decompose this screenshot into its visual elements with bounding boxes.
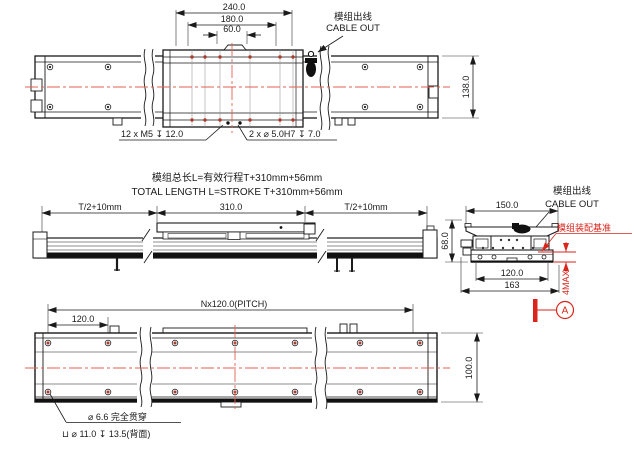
note-m5-tap: 12 x M5 ↧ 12.0 xyxy=(121,129,183,139)
dim-100-text: 100.0 xyxy=(464,357,474,380)
dim-310-text: 310.0 xyxy=(220,202,243,212)
top-view-break-left xyxy=(141,48,155,127)
assembly-datum-note: 模组装配基准 xyxy=(557,222,611,233)
dim-180: 180.0 xyxy=(187,14,277,46)
dim-stroke-chain: T/2+10mm 310.0 T/2+10mm xyxy=(41,202,428,233)
dim-60: 60.0 xyxy=(203,24,261,44)
top-view-break-right xyxy=(317,45,331,131)
top-view-rail-holes xyxy=(46,63,424,111)
dim-180-text: 180.0 xyxy=(221,14,244,24)
top-view-right-end-tabs xyxy=(334,85,439,126)
side-view-right-cap xyxy=(422,229,438,259)
dim-60-text: 60.0 xyxy=(223,24,241,34)
cable-out-label-cn: 模组出线 xyxy=(553,185,592,197)
dim-t2-left-text: T/2+10mm xyxy=(78,202,121,212)
dim-163-text: 163 xyxy=(504,280,519,290)
dim-138: 138.0 xyxy=(442,55,479,119)
bottom-hole-notes: ⌀ 6.6 完全贯穿 ⊔ ⌀ 11.0 ↧ 13.5(背面) xyxy=(49,393,181,439)
dim-4max-text: 4MAX xyxy=(561,270,571,295)
side-view: 模组总长L=有效行程T+310mm+56mm TOTAL LENGTH L=ST… xyxy=(32,171,438,272)
dim-240: 240.0 xyxy=(175,2,293,46)
datum-a-symbol xyxy=(555,300,575,320)
side-view-screws xyxy=(114,258,355,272)
end-view-body xyxy=(460,223,559,263)
total-length-title-cn: 模组总长L=有效行程T+310mm+56mm xyxy=(152,171,322,184)
end-view: 68.0 xyxy=(440,185,632,322)
datum-a-label: A xyxy=(562,306,569,317)
cable-out-label-en: CABLE OUT xyxy=(326,23,380,34)
note-through-hole: ⌀ 6.6 完全贯穿 xyxy=(88,411,147,422)
bottom-view: Nx120.0(PITCH) 120.0 xyxy=(34,299,483,439)
dim-pitch-text: Nx120.0(PITCH) xyxy=(201,299,268,309)
end-view-screw-dots xyxy=(481,238,535,250)
top-view-hole-notes: 12 x M5 ↧ 12.0 2 x ⌀ 5.0H7 ↧ 7.0 xyxy=(119,124,337,141)
dim-150: 150.0 xyxy=(465,200,559,224)
centerlines xyxy=(25,43,450,409)
top-view-left-end-tabs xyxy=(30,78,123,126)
dim-150-text: 150.0 xyxy=(496,200,519,210)
datum-target-bar xyxy=(533,299,538,322)
cable-connector-icon xyxy=(305,50,317,77)
dim-138-text: 138.0 xyxy=(461,76,471,99)
top-view-carriage xyxy=(162,44,304,128)
dim-163: 163 xyxy=(460,257,560,294)
carriage-m5-holes xyxy=(190,55,295,122)
cable-out-label-en: CABLE OUT xyxy=(545,199,599,210)
dim-68-text: 68.0 xyxy=(440,232,450,250)
bottom-view-break-left xyxy=(137,326,153,408)
dim-240-text: 240.0 xyxy=(223,2,246,12)
carriage-sensor-dog xyxy=(223,44,247,51)
dim-120-end: 120.0 xyxy=(475,263,549,282)
side-view-carriage xyxy=(156,222,316,240)
end-view-cable-connector-icon xyxy=(512,223,531,234)
top-view-cable-callout: 模组出线 CABLE OUT xyxy=(317,11,380,53)
total-length-title-en: TOTAL LENGTH L=STROKE T+310mm+56mm xyxy=(131,187,342,198)
cable-out-label-cn: 模组出线 xyxy=(334,11,373,23)
note-dowel-holes: 2 x ⌀ 5.0H7 ↧ 7.0 xyxy=(249,129,321,139)
dim-t2-right-text: T/2+10mm xyxy=(344,202,387,212)
bottom-view-holes xyxy=(44,339,424,396)
dim-120-bottom-text: 120.0 xyxy=(72,314,95,324)
dim-68: 68.0 xyxy=(440,219,468,263)
side-view-breaks xyxy=(141,228,327,264)
carriage-dowel-holes xyxy=(226,121,242,125)
top-view: 模组出线 CABLE OUT 240.0 180.0 60.0 138.0 xyxy=(30,2,479,141)
dim-100: 100.0 xyxy=(441,332,483,403)
end-view-cable-callout: 模组出线 CABLE OUT xyxy=(535,185,599,228)
datum-annotations: 模组装配基准 4MAX A xyxy=(533,222,632,322)
side-view-left-cap xyxy=(32,231,48,259)
note-counterbore: ⊔ ⌀ 11.0 ↧ 13.5(背面) xyxy=(62,428,150,439)
dim-120-end-text: 120.0 xyxy=(501,268,524,278)
